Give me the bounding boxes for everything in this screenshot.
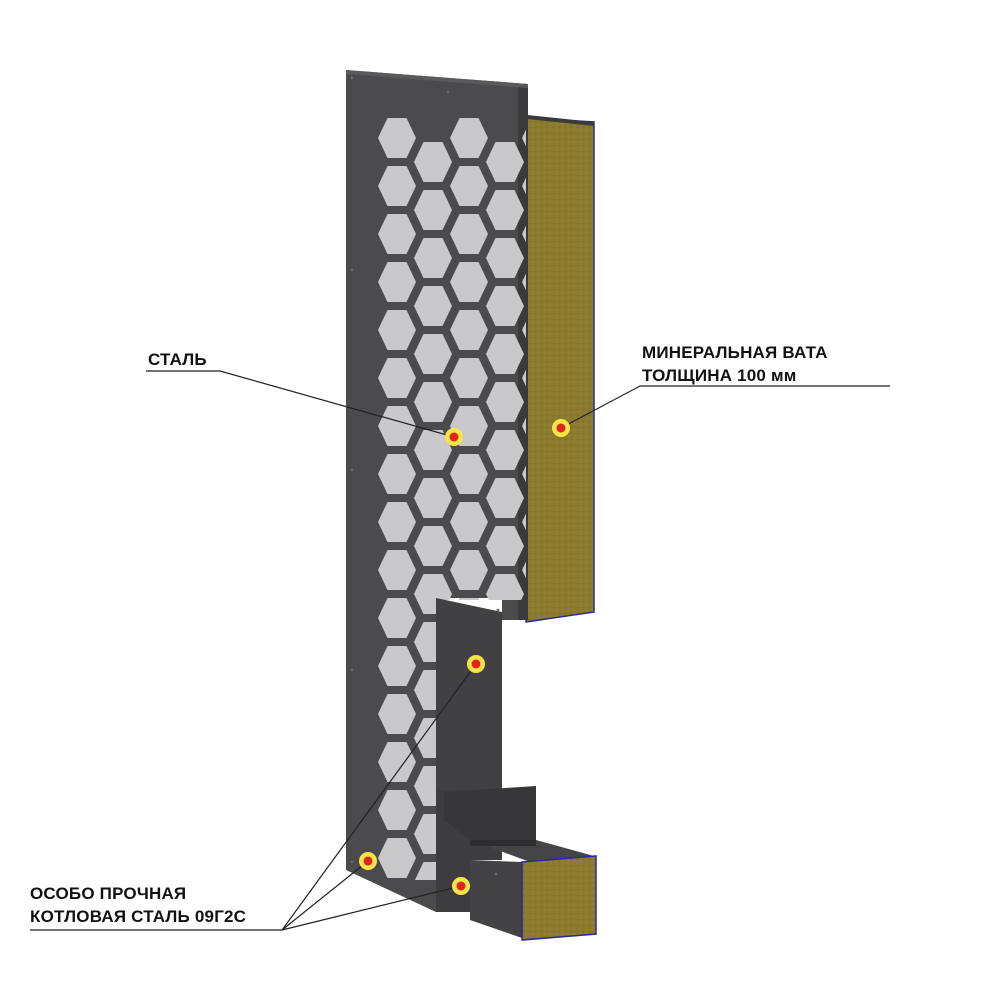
hexagon-cell — [486, 478, 524, 518]
hexagon-cell — [378, 694, 416, 734]
hexagon-cell — [378, 790, 416, 830]
mineral-wool-label: МИНЕРАЛЬНАЯ ВАТА ТОЛЩИНА 100 мм — [642, 341, 828, 387]
lower-steel-channel — [436, 598, 594, 938]
hexagon-cell — [486, 334, 524, 374]
steel-label: СТАЛЬ — [148, 348, 207, 371]
hexagon-cell — [486, 238, 524, 278]
marker-boiler-2 — [359, 852, 377, 870]
hexagon-cell — [414, 430, 452, 470]
hexagon-cell — [450, 502, 488, 542]
boiler-steel-label: ОСОБО ПРОЧНАЯ КОТЛОВАЯ СТАЛЬ 09Г2С — [30, 882, 246, 928]
hexagon-cell — [378, 454, 416, 494]
hexagon-cell — [414, 142, 452, 182]
hexagon-cell — [450, 310, 488, 350]
hexagon-cell — [378, 598, 416, 638]
hexagon-cell — [486, 286, 524, 326]
hexagon-cell — [414, 238, 452, 278]
mineral-wool-lower — [521, 855, 597, 941]
hexagon-cell — [378, 214, 416, 254]
hexagon-cell — [378, 166, 416, 206]
hexagon-cell — [378, 310, 416, 350]
boiler-steel-label-line1: ОСОБО ПРОЧНАЯ — [30, 884, 187, 903]
fastener-dots — [350, 76, 500, 876]
hexagon-cell — [486, 382, 524, 422]
hexagon-cell — [414, 286, 452, 326]
leader-line-boiler-3 — [281, 885, 462, 931]
hexagon-cell — [378, 838, 416, 878]
hexagon-cell — [378, 646, 416, 686]
hexagon-cell — [414, 478, 452, 518]
hexagon-cell — [378, 118, 416, 158]
leader-line-boiler-1 — [281, 663, 477, 931]
marker-wool — [552, 419, 570, 437]
mineral-wool-label-line2: ТОЛЩИНА 100 мм — [642, 366, 797, 385]
mineral-wool-upper — [518, 114, 595, 623]
marker-steel — [445, 428, 463, 446]
hexagon-cell — [378, 406, 416, 446]
leader-line-boiler-2 — [281, 860, 369, 931]
leader-line-wool — [560, 385, 890, 429]
hexagon-cell — [450, 166, 488, 206]
leader-lines — [30, 370, 890, 931]
marker-boiler-3 — [452, 877, 470, 895]
hexagon-cell — [522, 694, 526, 734]
hexagon-cell — [378, 502, 416, 542]
hexagon-cell — [486, 526, 524, 566]
hexagon-cell — [486, 190, 524, 230]
steel-label-text: СТАЛЬ — [148, 350, 207, 369]
hexagon-cell — [450, 550, 488, 590]
hexagon-cell — [486, 142, 524, 182]
hexagon-cell — [522, 646, 526, 686]
hexagon-cell — [414, 910, 452, 950]
hexagon-cell — [378, 262, 416, 302]
hexagon-cell — [522, 742, 526, 782]
hexagon-cell — [450, 214, 488, 254]
hexagon-cell — [450, 118, 488, 158]
hexagon-cell — [486, 430, 524, 470]
hexagon-cell — [378, 550, 416, 590]
hexagon-cell — [450, 358, 488, 398]
hexagon-cell — [450, 262, 488, 302]
leader-line-steel — [146, 370, 455, 438]
hexagon-cell — [450, 454, 488, 494]
hexagon-cell — [414, 526, 452, 566]
markers — [359, 419, 570, 895]
boiler-steel-label-line2: КОТЛОВАЯ СТАЛЬ 09Г2С — [30, 907, 247, 926]
hexagon-cell — [414, 334, 452, 374]
hexagon-cell — [414, 382, 452, 422]
hexagon-cell — [414, 190, 452, 230]
hexagon-cell — [378, 358, 416, 398]
marker-boiler-1 — [467, 655, 485, 673]
hexagon-cell — [378, 742, 416, 782]
mineral-wool-label-line1: МИНЕРАЛЬНАЯ ВАТА — [642, 343, 828, 362]
